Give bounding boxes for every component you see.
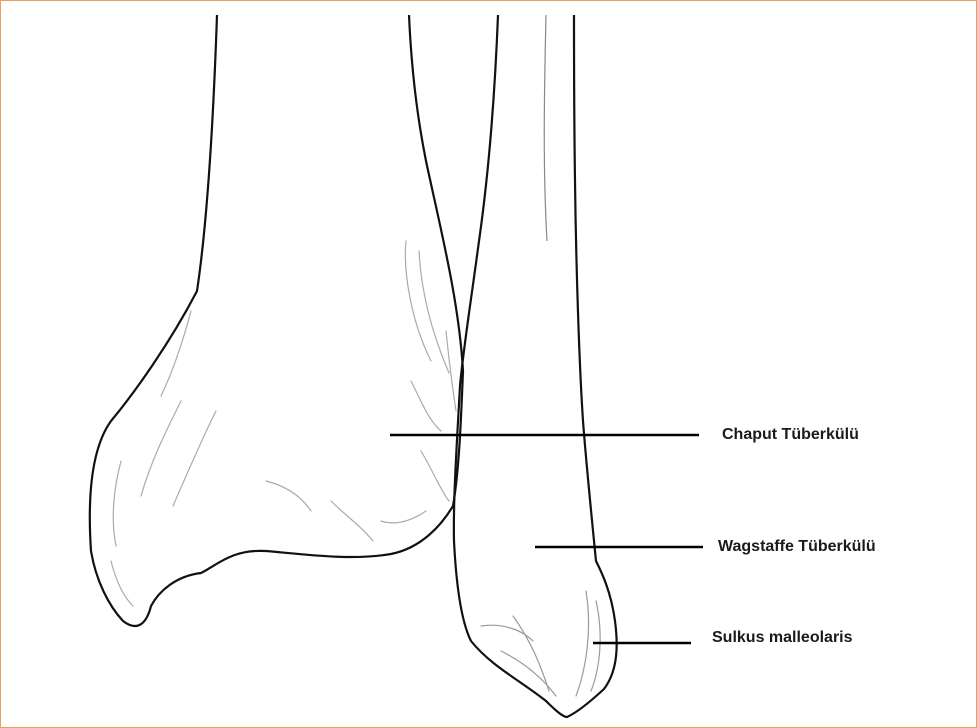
sulkus-malleolaris-label: Sulkus malleolaris xyxy=(712,630,853,646)
fibula-outline xyxy=(454,15,617,717)
fibula-shading xyxy=(481,591,600,696)
tibia-outline xyxy=(90,15,463,626)
chaput-tubercle-label: Chaput Tüberkülü xyxy=(722,427,859,443)
fibula-inner-ridge xyxy=(544,15,547,241)
wagstaffe-tubercle-label: Wagstaffe Tüberkülü xyxy=(718,539,876,555)
